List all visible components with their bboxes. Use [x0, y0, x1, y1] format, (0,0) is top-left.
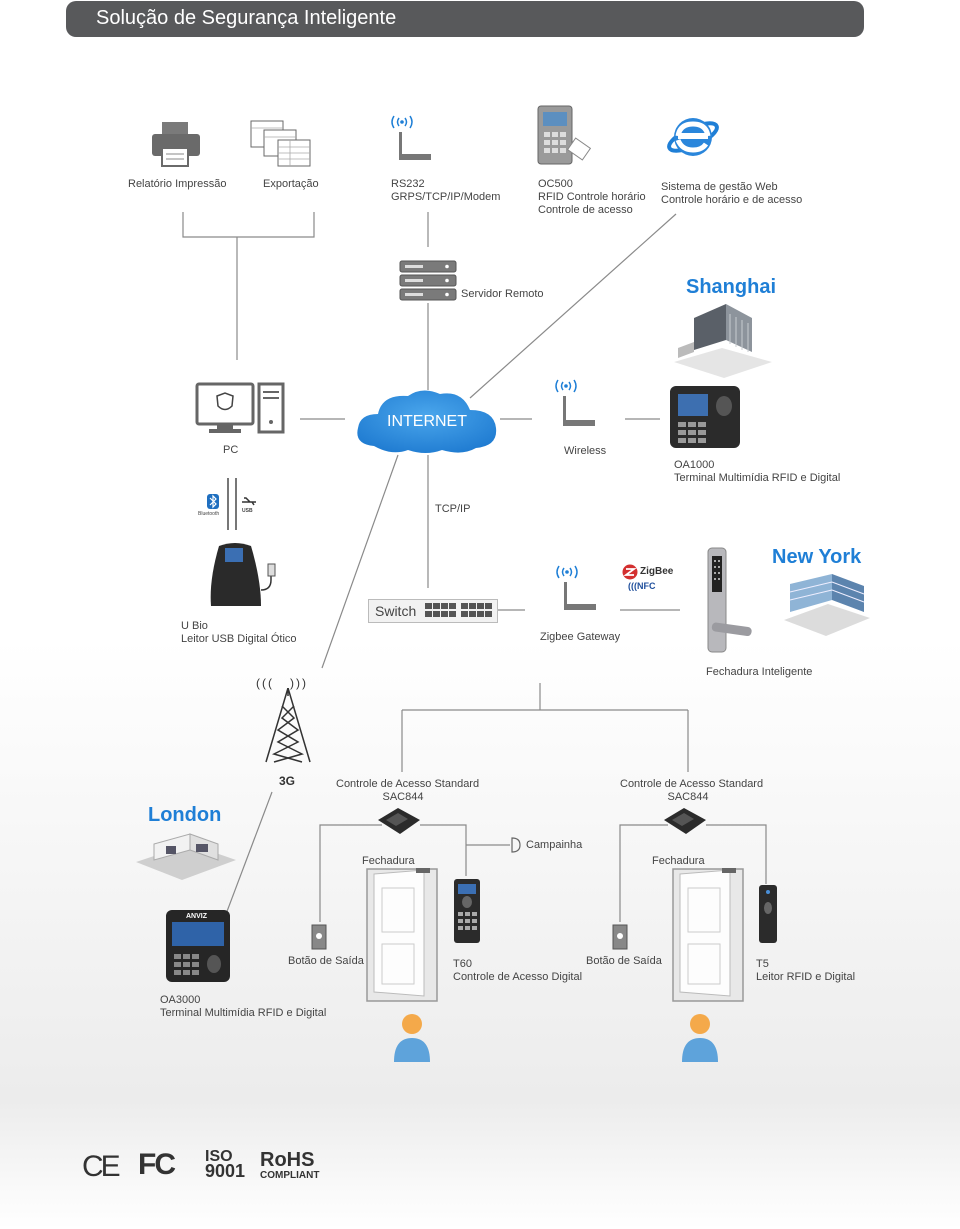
- lock-right-label: Fechadura: [652, 855, 705, 867]
- switch-device: Switch: [368, 599, 498, 623]
- exit-button-right-icon: [612, 924, 628, 950]
- nfc-logo: (((NFC: [628, 581, 656, 591]
- oc500-device-icon: [537, 105, 592, 165]
- london-label: London: [148, 804, 222, 826]
- door-left-icon: [366, 868, 438, 1002]
- page-title: Solução de Segurança Inteligente: [96, 7, 397, 29]
- 3g-label: 3G: [279, 774, 296, 788]
- new-york-label: New York: [772, 546, 862, 568]
- internet-cloud: [357, 390, 497, 453]
- new-york-building-image: [784, 574, 870, 636]
- user-right-icon: [682, 1014, 718, 1062]
- router-icon: [391, 115, 431, 160]
- t5-device-icon: [759, 885, 777, 943]
- connector-web-to-internet: [469, 213, 677, 399]
- oa1000-device-icon: [670, 386, 740, 448]
- exit-button-left-icon: [311, 924, 327, 950]
- internet-label: INTERNET: [387, 413, 467, 430]
- usb-bt-arrow: [227, 478, 237, 530]
- exit-button-left-label: Botão de Saída: [288, 955, 364, 967]
- connector-sac-left-exit: [319, 824, 382, 922]
- print-report-label: Relatório Impressão: [128, 178, 227, 190]
- switch-ports-icon: [425, 603, 492, 617]
- london-house-image: [136, 833, 236, 880]
- usb-icon: [242, 497, 256, 506]
- connector-internet-3g: [321, 454, 399, 669]
- fc-logo: FC: [138, 1148, 176, 1181]
- internet-explorer-icon: [667, 118, 719, 156]
- title-bar: Solução de Segurança Inteligente: [66, 1, 864, 37]
- wireless-router-icon: [555, 379, 595, 426]
- zigbee-logo-icon: [622, 564, 638, 580]
- t60-device-icon: [454, 879, 480, 943]
- bluetooth-label: Bluetooth: [198, 511, 220, 517]
- exit-button-right-label: Botão de Saída: [586, 955, 662, 967]
- shanghai-building-image: [674, 304, 772, 378]
- zigbee-router-icon: [556, 565, 596, 610]
- spreadsheet-icon: [250, 120, 311, 167]
- ce-logo: CE: [82, 1150, 121, 1183]
- zigbee-logo-text: ZigBee: [640, 566, 674, 577]
- pc-label: PC: [223, 444, 239, 456]
- cell-tower-icon: [265, 688, 311, 763]
- pc-icon: [195, 382, 285, 434]
- lock-left-label: Fechadura: [362, 855, 415, 867]
- shanghai-label: Shanghai: [686, 276, 777, 298]
- nfc-icon: (((: [628, 581, 637, 591]
- oa3000-brand-label: ANVIZ: [186, 913, 207, 920]
- wireless-label: Wireless: [564, 445, 607, 457]
- connector-sac-right-exit: [619, 824, 668, 922]
- sac844-right-device-icon: [664, 808, 706, 834]
- server-icon: [399, 260, 457, 301]
- switch-label: Switch: [375, 603, 417, 619]
- smart-lock-label: Fechadura Inteligente: [706, 666, 813, 678]
- signal-waves-icon: ((( ))): [256, 676, 308, 690]
- connector-print-export: [182, 212, 315, 238]
- remote-server-label: Servidor Remoto: [461, 288, 544, 300]
- connector-sac-left-t60: [420, 824, 467, 876]
- printer-icon: [152, 122, 200, 167]
- connector-3g-london: [219, 791, 273, 931]
- zigbee-gateway-label: Zigbee Gateway: [540, 631, 621, 643]
- smart-lock-icon: [707, 547, 752, 653]
- sac844-left-device-icon: [378, 808, 420, 834]
- user-left-icon: [394, 1014, 430, 1062]
- doorbell-label: Campainha: [526, 839, 583, 851]
- doorbell-icon: [511, 837, 521, 853]
- door-right-icon: [672, 868, 744, 1002]
- oa3000-device-icon: [166, 910, 230, 982]
- u-bio-reader-icon: [210, 543, 276, 606]
- tcpip-label: TCP/IP: [435, 503, 471, 515]
- connector-sac-right-t5: [706, 824, 767, 884]
- usb-label: USB: [242, 508, 253, 514]
- export-label: Exportação: [263, 178, 319, 190]
- bluetooth-icon: [207, 494, 219, 509]
